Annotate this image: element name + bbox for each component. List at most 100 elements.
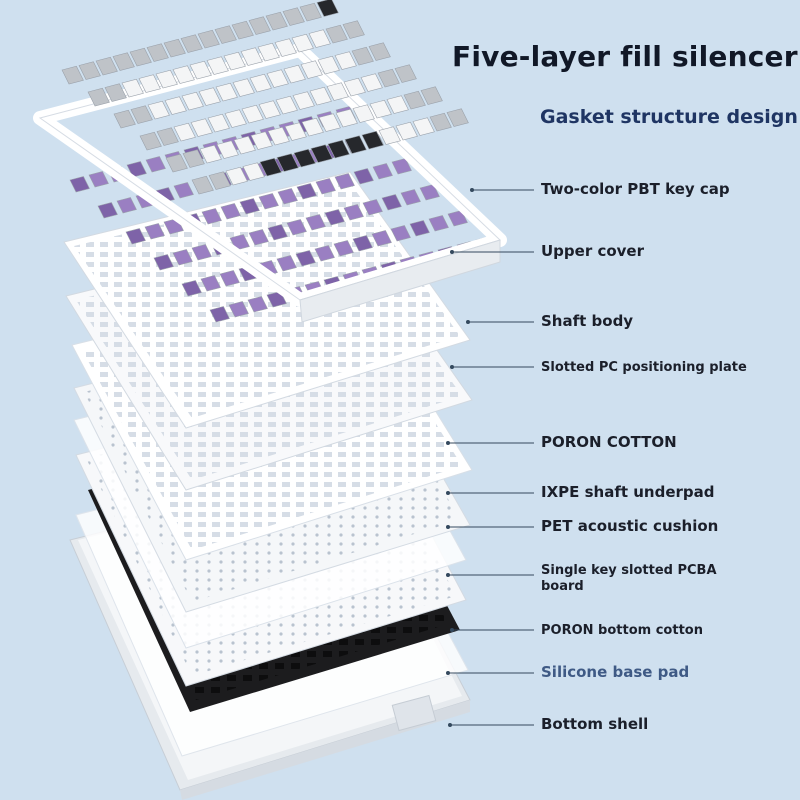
- keycap-mark: [334, 51, 357, 70]
- leader-lines: [446, 188, 534, 727]
- switch-mark: [97, 202, 118, 219]
- keycap-mark: [335, 108, 358, 128]
- keycap-mark: [233, 135, 256, 155]
- keycap-mark: [352, 104, 375, 123]
- switch-mark: [362, 199, 383, 216]
- keycap-layer: [61, 0, 469, 195]
- keycap-mark: [198, 87, 221, 106]
- switch-mark: [305, 214, 326, 231]
- keycap-mark: [316, 0, 339, 17]
- keycap-mark: [181, 91, 204, 111]
- keycap-mark: [250, 131, 273, 150]
- keycap-mark: [293, 148, 316, 168]
- keycap-mark: [87, 87, 110, 107]
- keycap-mark: [343, 77, 366, 97]
- keycap-mark: [249, 73, 272, 93]
- switch-mark: [153, 254, 174, 271]
- switch-mark: [314, 245, 335, 262]
- keycap-mark: [164, 96, 187, 115]
- switch-mark: [88, 171, 109, 188]
- switch-mark: [247, 296, 268, 313]
- keycap-mark: [130, 105, 153, 124]
- keycap-mark: [191, 175, 214, 195]
- keycap-mark: [182, 149, 205, 168]
- keycap-mark: [147, 100, 170, 120]
- keycap-mark: [138, 74, 161, 93]
- label-keycap: Two-color PBT key cap: [541, 180, 730, 198]
- keycap-mark: [395, 121, 418, 141]
- label-pet-cushion: PET acoustic cushion: [541, 517, 719, 535]
- switch-mark: [276, 255, 297, 272]
- switch-mark: [267, 224, 288, 241]
- switch-mark: [219, 270, 240, 287]
- keycap-mark: [225, 166, 248, 186]
- keycap-mark: [267, 126, 290, 146]
- keycap-mark: [299, 2, 322, 22]
- switch-mark: [173, 182, 194, 199]
- keycap-mark: [95, 56, 118, 76]
- switch-mark: [381, 194, 402, 211]
- switch-mark: [419, 184, 440, 201]
- keycap-mark: [327, 139, 350, 159]
- keycap-mark: [420, 86, 443, 105]
- keycap-mark: [274, 38, 297, 57]
- keycap-mark: [190, 118, 213, 137]
- keycap-mark: [231, 20, 254, 40]
- label-poron-bottom: PORON bottom cotton: [541, 623, 703, 638]
- label-shaft-body: Shaft body: [541, 312, 634, 330]
- keycap-mark: [156, 127, 179, 146]
- keycap-mark: [378, 126, 401, 145]
- switch-mark: [200, 275, 221, 292]
- keycap-mark: [240, 47, 263, 66]
- keycap-mark: [377, 68, 400, 88]
- keycap-mark: [309, 86, 332, 106]
- keycap-mark: [259, 157, 282, 177]
- switch-mark: [126, 161, 147, 178]
- keycap-mark: [139, 131, 162, 151]
- keycap-mark: [61, 65, 84, 85]
- keycap-mark: [215, 82, 238, 102]
- switch-mark: [343, 204, 364, 221]
- keycap-mark: [112, 52, 135, 71]
- keycap-mark: [223, 51, 246, 71]
- keycap-mark: [199, 144, 222, 164]
- keycap-mark: [189, 60, 212, 80]
- keycap-mark: [282, 7, 305, 26]
- keycap-mark: [216, 140, 239, 159]
- label-bottom-shell: Bottom shell: [541, 715, 649, 733]
- switch-mark: [201, 208, 222, 225]
- keycap-mark: [104, 83, 127, 102]
- keycap-mark: [257, 42, 280, 62]
- keycap-mark: [242, 162, 265, 181]
- keycap-mark: [361, 130, 384, 150]
- switch-mark: [181, 280, 202, 297]
- switch-mark: [324, 209, 345, 226]
- switch-mark: [145, 156, 166, 173]
- keycap-mark: [121, 78, 144, 98]
- switch-mark: [352, 235, 373, 252]
- switch-mark: [220, 203, 241, 220]
- keycap-mark: [276, 153, 299, 172]
- keycap-mark: [208, 171, 231, 190]
- keycap-mark: [155, 69, 178, 89]
- switch-mark: [248, 229, 269, 246]
- page-subtitle: Gasket structure design: [540, 106, 798, 128]
- keycap-mark: [266, 69, 289, 88]
- keycap-mark: [248, 16, 271, 35]
- keycap-mark: [386, 95, 409, 114]
- switch-mark: [409, 220, 430, 237]
- keycap-mark: [344, 135, 367, 154]
- switch-mark: [172, 249, 193, 266]
- keycap-mark: [275, 95, 298, 115]
- label-ixpe-underpad: IXPE shaft underpad: [541, 483, 715, 501]
- switch-mark: [372, 163, 393, 180]
- keycap-mark: [318, 113, 341, 132]
- switch-mark: [400, 189, 421, 206]
- keycap-mark: [113, 109, 136, 129]
- label-pc-plate: Slotted PC positioning plate: [541, 360, 747, 375]
- switch-mark: [315, 178, 336, 195]
- keycap-mark: [129, 47, 152, 67]
- keycap-mark: [214, 25, 237, 44]
- switch-mark: [191, 244, 212, 261]
